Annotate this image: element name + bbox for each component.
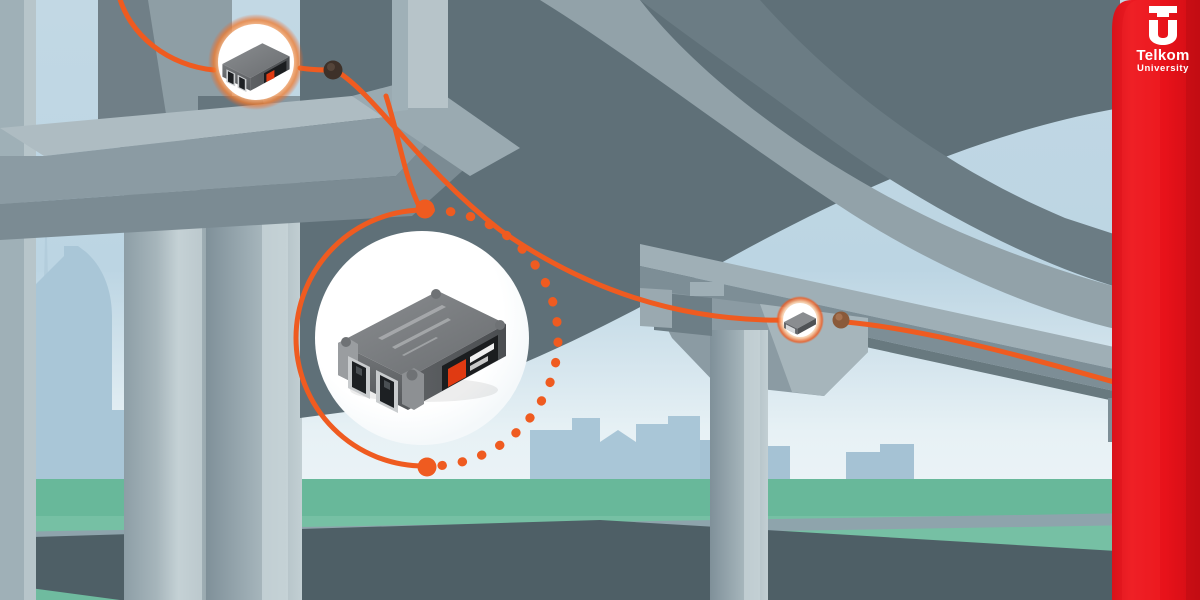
hotspot-main-ring [293, 199, 563, 477]
cable-network [117, 0, 1131, 389]
device-main-rj45-port-1 [348, 356, 370, 399]
device-main-screw-front [406, 369, 418, 381]
device-right-port-strip [785, 324, 796, 334]
hotspot-ring-endpoint-bottom [417, 457, 437, 477]
bridge-pillar-far-left-hi [24, 0, 36, 600]
bridge-lower-deck-top [640, 244, 1128, 372]
device-main-boss-b [402, 368, 424, 410]
device-main-label-panel [442, 335, 498, 391]
skyline-blocks-center [530, 416, 700, 480]
bridge-deck-underside-shade [640, 0, 1120, 288]
device-right-side-face [797, 318, 816, 335]
cable-branch-down [383, 93, 423, 211]
brand-banner-highlight [1122, 0, 1160, 600]
bridge-beam-left [0, 96, 470, 240]
hotspot-ring-solid-arc [293, 207, 427, 469]
hotspot-ring-dotted-arc [425, 205, 563, 471]
device-main-silkscreen [378, 305, 451, 356]
cable-top-left [117, 0, 217, 73]
device-main-screw-top-right [495, 320, 505, 330]
bridge-ledge-detail [690, 282, 724, 296]
device-right-top-face [784, 312, 816, 329]
device-right [784, 312, 816, 335]
bridge-vertical-post-shade [392, 0, 408, 112]
cable-anchor-to-span [335, 69, 793, 323]
device-top-label-panel [264, 60, 287, 84]
hotspot-main [315, 231, 529, 445]
bridge-pillar-right-corbel-2 [640, 288, 672, 328]
bridge-pillar-center-shaft-hl [262, 200, 288, 600]
skyline-blocks-farright [846, 444, 914, 480]
skyline-tower-main [32, 246, 112, 480]
brand-banner-shape [1112, 0, 1200, 600]
device-top [222, 43, 290, 92]
device-top-top-face [222, 43, 290, 78]
device-main-top-face [338, 291, 506, 378]
device-main-screw-top-left [341, 337, 351, 347]
bridge-deck-underside-band [430, 0, 1120, 330]
device-top-rj45-port-2 [237, 74, 247, 92]
hotspot-ring-endpoint-top [415, 199, 435, 219]
hotspot-top [208, 14, 304, 110]
device-top-rj45-port-1 [226, 69, 236, 87]
brand-banner [1112, 0, 1200, 600]
anchor-upper-left-hl [327, 63, 335, 71]
bridge-pillar-right-shaft-hl [744, 330, 760, 600]
device-main [338, 289, 506, 413]
bridge-beam-left-top [0, 96, 396, 156]
anchor-right-pillar-hl [835, 313, 843, 321]
cable-span-right [843, 319, 1131, 389]
device-main-rj45-port-2 [376, 370, 398, 413]
bridge-beam-left-face [0, 116, 432, 204]
brand-banner-shadow-edge [1186, 0, 1200, 600]
bridge-lower-deck-face [640, 266, 1128, 394]
device-main-screw-top-mid [431, 289, 441, 299]
hotspot-right [776, 296, 824, 344]
bridge-beam-left-under [0, 138, 470, 240]
